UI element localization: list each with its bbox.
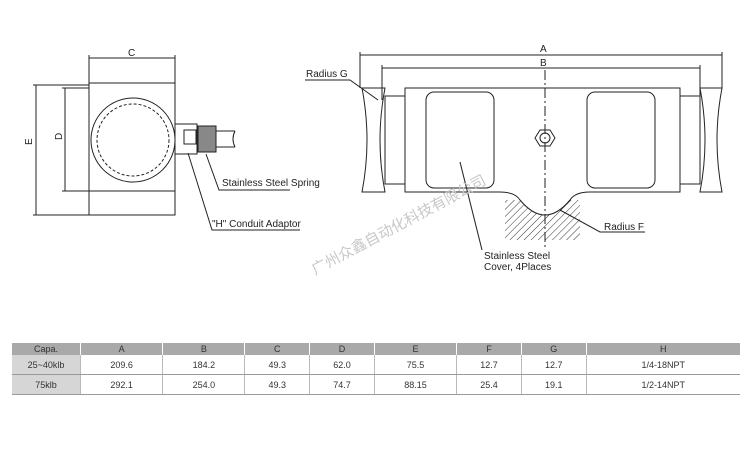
cell: 1/2-14NPT — [585, 374, 740, 395]
watermark: 广州众鑫自动化科技有限公司 — [308, 171, 489, 278]
table-row: 75klb 292.1 254.0 49.3 74.7 88.15 25.4 1… — [12, 374, 740, 395]
header-cell: A — [79, 343, 163, 355]
cell: 254.0 — [162, 374, 245, 395]
label-b: B — [540, 58, 547, 69]
front-view — [305, 52, 723, 251]
cell: 12.7 — [520, 355, 587, 375]
cell: 292.1 — [79, 374, 163, 395]
header-cell: D — [309, 343, 375, 355]
header-cell: B — [162, 343, 245, 355]
header-cell: G — [520, 343, 587, 355]
header-cell: E — [373, 343, 457, 355]
cell: 25~40klb — [12, 355, 81, 375]
cell: 49.3 — [244, 374, 310, 395]
cell: 75klb — [12, 374, 81, 395]
cell: 88.15 — [373, 374, 457, 395]
table-header-row: Capa. A B C D E F G H — [12, 343, 740, 355]
label-cover-2: Cover, 4Places — [484, 262, 551, 273]
label-conduit: "H" Conduit Adaptor — [212, 219, 301, 230]
label-radius-g: Radius G — [306, 69, 348, 80]
label-spring: Stainless Steel Spring — [222, 178, 320, 189]
cell: 49.3 — [244, 355, 310, 375]
header-cell: Capa. — [12, 343, 81, 355]
header-cell: F — [456, 343, 522, 355]
header-cell: H — [585, 343, 740, 355]
cell: 74.7 — [309, 374, 375, 395]
table-row: 25~40klb 209.6 184.2 49.3 62.0 75.5 12.7… — [12, 355, 740, 375]
cell: 75.5 — [373, 355, 457, 375]
cell: 184.2 — [162, 355, 245, 375]
label-radius-f: Radius F — [604, 222, 644, 233]
cell: 209.6 — [79, 355, 163, 375]
cell: 12.7 — [456, 355, 522, 375]
label-cover-1: Stainless Steel — [484, 251, 550, 262]
label-c: C — [128, 48, 135, 59]
side-view — [33, 55, 300, 231]
cell: 25.4 — [456, 374, 522, 395]
label-a: A — [540, 44, 547, 55]
cell: 1/4-18NPT — [585, 355, 740, 375]
header-cell: C — [244, 343, 310, 355]
label-d: D — [54, 133, 65, 140]
cell: 19.1 — [520, 374, 587, 395]
spec-table: Capa. A B C D E F G H 25~40klb 209.6 184… — [12, 343, 740, 395]
label-e: E — [24, 138, 35, 145]
cell: 62.0 — [309, 355, 375, 375]
